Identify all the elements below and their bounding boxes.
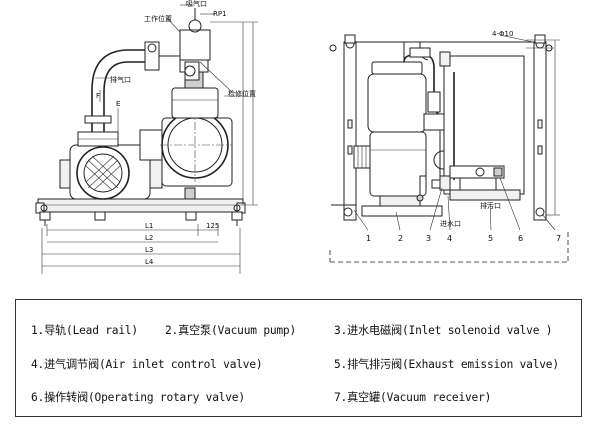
maintenance-position-label: 检修位置 (228, 89, 256, 98)
legend-item-operating-rotary-valve: 6.操作转阀(Operating rotary valve) (31, 391, 245, 404)
holes-label: 4-Φ10 (492, 30, 513, 38)
part-number-7: 7 (556, 234, 561, 243)
vacuum-receiver (439, 51, 525, 201)
legend: 1.导轨(Lead rail) 2.真空泵(Vacuum pump) 3.进水电… (15, 299, 582, 417)
legend-item-vacuum-receiver: 7.真空罐(Vacuum receiver) (334, 391, 492, 404)
base-rail (37, 198, 244, 213)
legend-item-vacuum-pump: 2.真空泵(Vacuum pump) (165, 324, 296, 337)
part-number-6: 6 (518, 234, 523, 243)
equipment-drawing: 吸气口 RP1 工作位置 检修位置 排气口 F E L1 125 L2 L3 L… (35, 0, 569, 274)
dim-l3: L3 (145, 246, 153, 254)
rp1-label: RP1 (213, 10, 227, 18)
vacuum-pump-right (353, 42, 443, 217)
suction-port-label: 吸气口 (186, 0, 207, 8)
legend-item-exhaust-emission-valve: 5.排气排污阀(Exhaust emission valve) (334, 358, 559, 371)
part-number-4: 4 (447, 234, 452, 243)
part-number-3: 3 (426, 234, 431, 243)
exhaust-port-label: 排气口 (110, 75, 131, 84)
part-number-2: 2 (398, 234, 403, 243)
legend-item-inlet-solenoid-valve: 3.进水电磁阀(Inlet solenoid valve ) (334, 324, 553, 337)
right-view (329, 34, 569, 263)
part-number-1: 1 (366, 234, 371, 243)
f-label: F (96, 92, 100, 100)
dim-l4: L4 (145, 258, 154, 266)
motor (59, 131, 151, 200)
legend-item-air-inlet-control-valve: 4.进气调节阀(Air inlet control valve) (31, 358, 263, 371)
dim-125: 125 (206, 222, 219, 230)
dim-l1: L1 (145, 222, 153, 230)
legend-item-lead-rail: 1.导轨(Lead rail) (31, 324, 138, 337)
e-label: E (116, 100, 120, 108)
work-position-label: 工作位置 (144, 14, 172, 23)
water-inlet-label: 进水口 (440, 219, 461, 228)
part-number-5: 5 (488, 234, 493, 243)
left-view (35, 4, 258, 274)
dim-l2: L2 (145, 234, 153, 242)
drain-port-label: 排污口 (480, 201, 501, 210)
